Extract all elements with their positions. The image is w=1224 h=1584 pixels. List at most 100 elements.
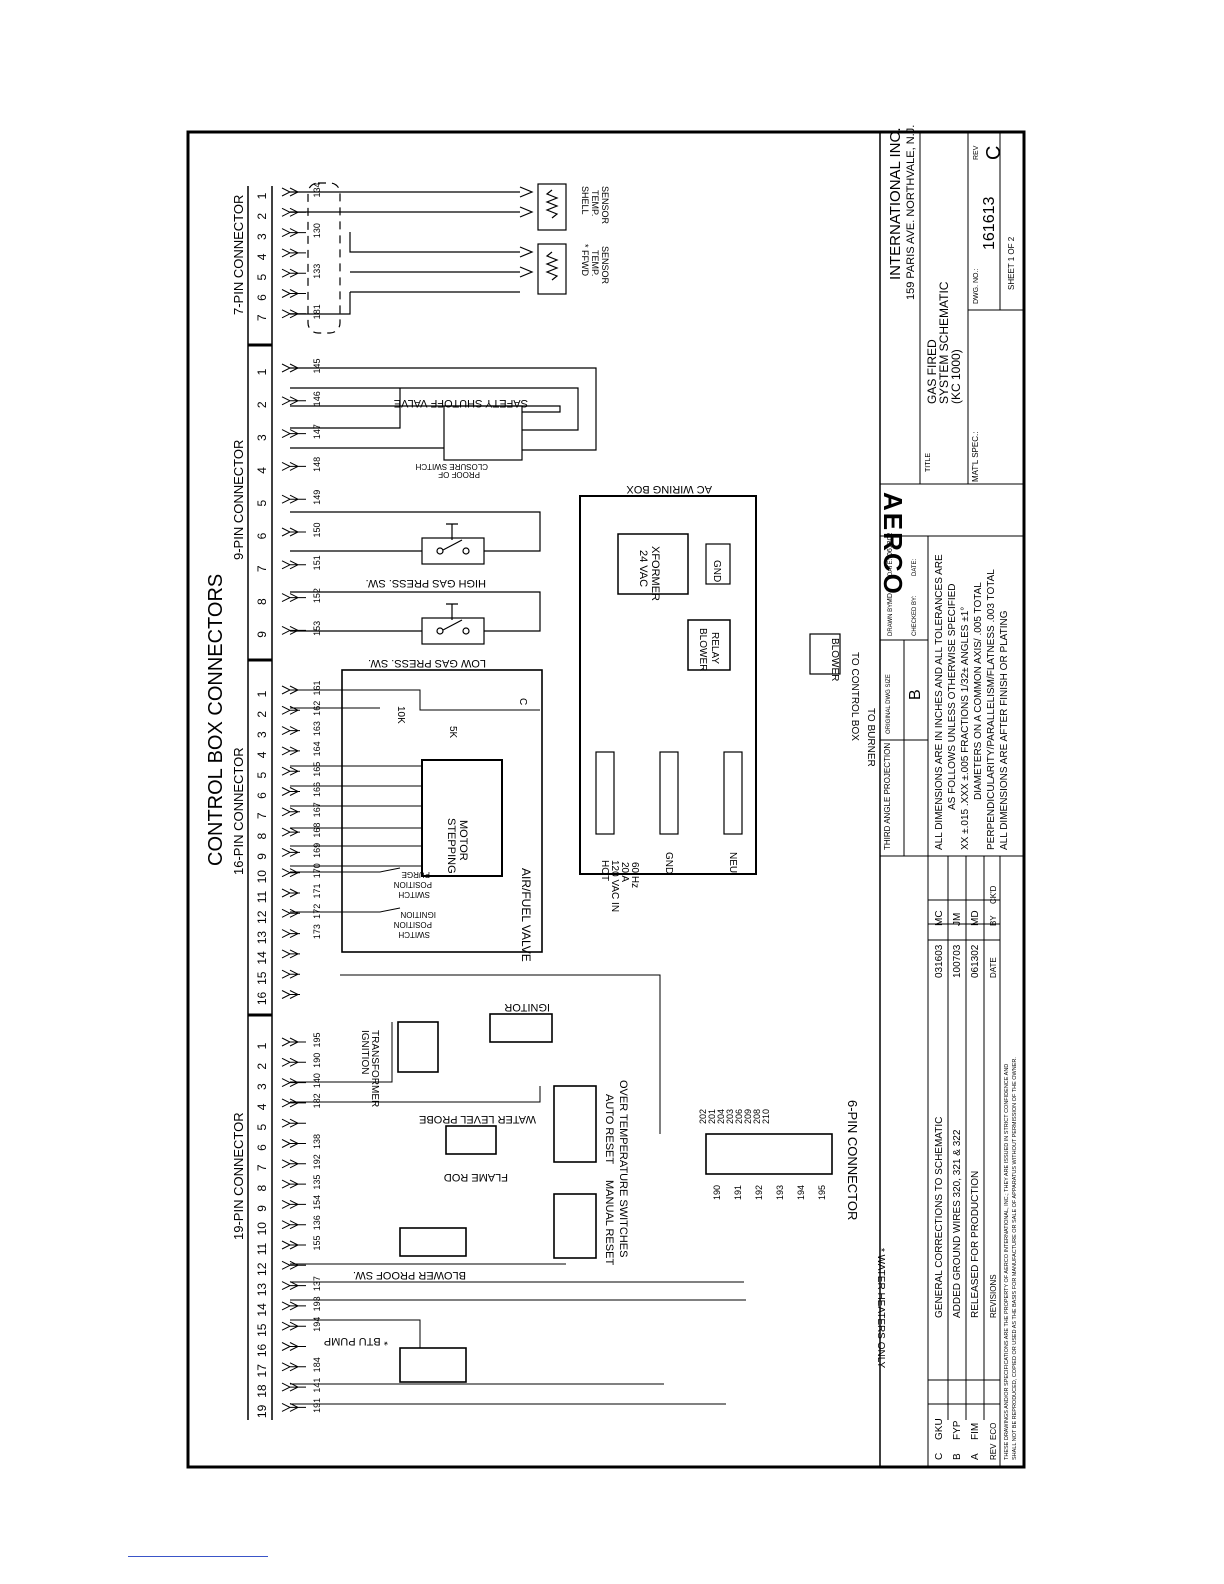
temp-sensors	[290, 182, 567, 334]
rev-value: C	[983, 146, 1005, 160]
revision-header-cell: REVISIONS	[989, 1274, 998, 1318]
purge-switch-label-1: PURGE	[402, 870, 430, 879]
wire-number: 161	[312, 680, 322, 695]
sheet-number: SHEET 1 OF 2	[1007, 236, 1016, 290]
connector-pin-arrow	[281, 289, 306, 298]
matl-spec-label: MAT'L SPEC.:	[971, 432, 980, 482]
wire-number: 192	[312, 1154, 322, 1169]
low-gas-label: LOW GAS PRESS. SW.	[368, 657, 486, 669]
connector-pin-label: 11	[255, 890, 269, 903]
purge-switch-label-2: POSITION	[394, 880, 432, 889]
connector-pin-label: 4	[255, 751, 269, 758]
wire-number: 141	[312, 1378, 322, 1393]
ignition-xfmr-label-1: IGNITION	[359, 1030, 370, 1074]
pot-c: C	[517, 698, 528, 705]
revision-header-cell: REV	[989, 1443, 998, 1460]
connector-pin-label: 7	[255, 565, 269, 572]
ignition-xfmr-label-2: TRANSFORMER	[369, 1030, 380, 1107]
wire-number: 166	[312, 782, 322, 797]
wire-number: 134	[312, 182, 322, 197]
company-logo: AERCO	[878, 492, 908, 596]
connector-pin-label: 8	[255, 1184, 269, 1191]
wire-number: 154	[312, 1195, 322, 1210]
connector-pin-arrow	[281, 1240, 306, 1250]
ffwd-sensor-label-2: TEMP.	[590, 250, 600, 276]
connector-pin-label: 3	[255, 233, 269, 240]
connector-pin-label: 3	[255, 1083, 269, 1090]
revision-header-cell: DATE	[989, 957, 998, 978]
wire-number: 136	[312, 1215, 322, 1230]
six-pin-top-wire: 208	[752, 1109, 762, 1124]
flame-rod-label: FLAME ROD	[444, 1171, 508, 1183]
to-burner-label: TO BURNER	[865, 708, 876, 767]
connector-pin-label: 4	[255, 253, 269, 260]
to-control-box-label: TO CONTROL BOX	[849, 652, 860, 741]
wire-number: 167	[312, 802, 322, 817]
connector-pin-arrow	[281, 1362, 306, 1372]
blower-label: BLOWER	[829, 638, 840, 681]
revision-cell: RELEASED FOR PRODUCTION	[970, 1171, 981, 1318]
revision-cell: MC	[934, 910, 945, 926]
connector-pin-arrow	[281, 746, 300, 756]
connector-16-label: 16-PIN CONNECTOR	[231, 747, 246, 875]
wire-number: 148	[312, 457, 322, 472]
gas-pressure-switches	[290, 511, 541, 645]
power-label-1: 120 VAC IN	[609, 860, 620, 912]
wire-number: 194	[312, 1317, 322, 1332]
connector-pin-arrow	[281, 766, 300, 776]
blower-proof-label: BLOWER PROOF SW.	[353, 1269, 466, 1281]
connector-pin-label: 7	[255, 812, 269, 819]
drawn-by-value: MD	[887, 593, 894, 604]
air-fuel-label: AIR/FUEL VALVE	[519, 868, 533, 962]
connector-pin-label: 10	[255, 870, 269, 884]
connector-pin-label: 3	[255, 434, 269, 441]
notice-line-1: THESE DRAWINGS AND/OR SPECIFICATIONS ARE…	[1004, 1064, 1010, 1460]
connector-pin-arrow	[281, 396, 306, 406]
connector-pin-arrow	[281, 949, 300, 959]
connector-pin-arrow	[281, 461, 306, 471]
wire-number: 147	[312, 424, 322, 439]
connector-7-label: 7-PIN CONNECTOR	[231, 195, 246, 315]
ignition-switch-label-2: POSITION	[394, 920, 432, 929]
connector-pin-arrow	[281, 1260, 306, 1270]
connector-pin-arrow	[281, 1199, 306, 1209]
connector-pin-arrow	[281, 969, 300, 979]
wire-number: 146	[312, 391, 322, 406]
wire-number: 155	[312, 1235, 322, 1250]
shell-sensor-label-2: TEMP.	[590, 190, 600, 216]
connector-pin-label: 9	[255, 853, 269, 860]
title-label: TITLE	[925, 453, 932, 472]
connector-pin-arrow	[281, 888, 300, 898]
wire-number: 135	[312, 1175, 322, 1190]
six-pin-bottom-wire: 191	[733, 1185, 743, 1200]
wire-number: 195	[312, 1032, 322, 1047]
manual-reset-label: MANUAL RESET	[603, 1180, 615, 1265]
connector-pin-label: 11	[255, 1242, 269, 1255]
tolerance-note-line: PERPENDICULARITY/PARALLELISM/FLATNESS .0…	[986, 569, 997, 850]
connector-pin-label: 6	[255, 532, 269, 539]
date-label: DATE:	[888, 558, 894, 576]
ignition-components	[290, 974, 833, 1405]
connector-pin-arrow	[281, 1342, 306, 1351]
connector-pin-label: 1	[255, 192, 269, 199]
connector-pin-label: 4	[255, 467, 269, 474]
connector-pin-arrow	[281, 787, 300, 796]
connector-pin-arrow	[281, 990, 300, 999]
dwg-no: 161613	[981, 197, 998, 250]
connector-pin-arrow	[281, 1098, 306, 1108]
connector-pin-label: 16	[255, 1344, 269, 1358]
connector-pin-label: 8	[255, 598, 269, 605]
connector-pin-label: 2	[255, 1063, 269, 1070]
ffwd-sensor-label: * FFWD	[580, 244, 590, 276]
wire-number: 151	[312, 555, 322, 570]
connector-pin-label: 12	[255, 910, 269, 924]
wire-number: 184	[312, 1357, 322, 1372]
proof-switch-label-1: PROOF OF	[438, 470, 480, 479]
connector-pin-arrow	[281, 494, 306, 504]
connector-pin-label: 2	[255, 401, 269, 408]
six-pin-bottom-wire: 190	[712, 1185, 722, 1200]
water-probe-label: WATER LEVEL PROBE	[419, 1113, 536, 1125]
main-title: CONTROL BOX CONNECTORS	[205, 574, 227, 866]
connector-pin-label: 13	[255, 931, 269, 945]
